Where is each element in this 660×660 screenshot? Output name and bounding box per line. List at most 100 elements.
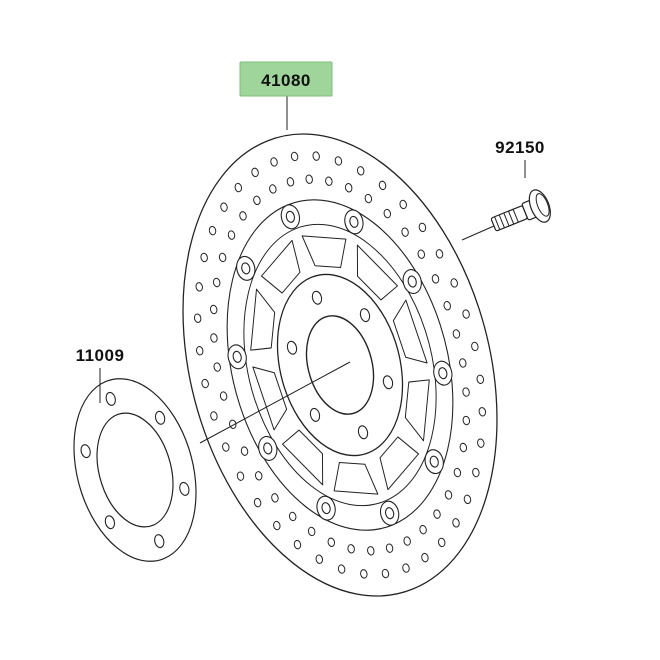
disc-hole bbox=[213, 362, 221, 372]
disc-hole bbox=[255, 471, 263, 481]
disc-hole bbox=[227, 230, 236, 240]
hub-hole bbox=[382, 375, 394, 390]
disc-hole bbox=[290, 151, 299, 162]
disc-hole bbox=[421, 552, 429, 563]
disc-hole bbox=[476, 374, 484, 384]
disc-hole bbox=[307, 526, 316, 537]
disc-window bbox=[392, 299, 428, 364]
disc-hub-bore bbox=[305, 315, 375, 415]
disc-hole bbox=[401, 227, 409, 237]
brake-disc[interactable] bbox=[128, 85, 552, 645]
disc-hole bbox=[201, 378, 209, 389]
disc-button bbox=[227, 344, 247, 370]
hub-hole bbox=[357, 425, 369, 440]
disc-hole bbox=[210, 333, 218, 343]
bolt-head-face bbox=[535, 193, 550, 217]
disc-hole bbox=[459, 358, 467, 368]
disc-hole bbox=[293, 539, 302, 550]
hub-hole bbox=[309, 407, 321, 422]
disc-window bbox=[404, 379, 430, 442]
disc-hole bbox=[229, 419, 237, 429]
disc-hole bbox=[418, 222, 427, 233]
disc-button-center bbox=[438, 367, 448, 380]
disc-hole bbox=[463, 494, 472, 505]
disc-hole bbox=[240, 446, 249, 456]
disc-hole bbox=[478, 407, 487, 417]
disc-window bbox=[333, 462, 379, 495]
disc-hole bbox=[444, 490, 453, 500]
disc-button bbox=[424, 449, 444, 475]
disc-window bbox=[250, 288, 276, 351]
shim-hole bbox=[80, 444, 91, 459]
disc-hole bbox=[200, 252, 208, 263]
disc-hole bbox=[477, 438, 485, 448]
disc-outer-rim bbox=[182, 133, 498, 597]
disc-window bbox=[356, 244, 398, 301]
disc-button-center bbox=[385, 507, 395, 520]
disc-hole bbox=[462, 309, 470, 319]
disc-hole bbox=[437, 537, 446, 548]
disc-hole bbox=[288, 511, 297, 522]
disc-hub-outer bbox=[276, 273, 404, 457]
disc-button bbox=[402, 269, 422, 295]
part-number-41080[interactable]: 41080 bbox=[261, 71, 311, 90]
disc-hole bbox=[239, 211, 247, 221]
disc-hole bbox=[212, 277, 221, 288]
disc-hole bbox=[253, 195, 261, 206]
disc-hole bbox=[251, 167, 259, 178]
disc-button bbox=[280, 204, 301, 230]
disc-hole bbox=[453, 467, 462, 478]
disc-button-center bbox=[407, 275, 417, 288]
disc-hole bbox=[337, 564, 346, 574]
disc-hole bbox=[433, 509, 441, 519]
shim-hole bbox=[104, 515, 116, 530]
disc-hole bbox=[193, 313, 202, 323]
disc-hole bbox=[253, 497, 262, 508]
disc-hole bbox=[236, 471, 245, 481]
disc-button bbox=[316, 495, 336, 521]
disc-hole bbox=[417, 249, 425, 259]
part-number-11009[interactable]: 11009 bbox=[76, 346, 125, 365]
disc-carrier-windows bbox=[250, 235, 430, 495]
disc-hole bbox=[450, 278, 458, 288]
disc-hole bbox=[367, 546, 375, 556]
disc-button bbox=[433, 360, 453, 386]
disc-hole bbox=[431, 274, 440, 284]
shim-hole bbox=[154, 534, 165, 549]
disc-hole bbox=[219, 391, 228, 401]
shim-inner-edge bbox=[96, 412, 174, 528]
disc-hole bbox=[347, 544, 355, 554]
bolt-shank bbox=[490, 205, 528, 232]
disc-floating-buttons bbox=[227, 204, 453, 526]
disc-hole bbox=[234, 182, 243, 193]
part-label-highlight-41080 bbox=[239, 61, 333, 97]
disc-button bbox=[236, 255, 256, 281]
disc-hole bbox=[403, 536, 411, 546]
shim-outer-edge bbox=[73, 378, 197, 562]
disc-hole bbox=[360, 569, 368, 579]
disc-button-center bbox=[349, 215, 359, 228]
disc-button-center bbox=[241, 262, 251, 275]
disc-button-center bbox=[232, 350, 242, 363]
disc-hole bbox=[325, 176, 333, 186]
part-number-92150[interactable]: 92150 bbox=[495, 138, 545, 157]
shim-bolt-holes bbox=[80, 391, 190, 549]
disc-hole bbox=[273, 520, 281, 531]
disc-drilled-holes bbox=[193, 151, 487, 579]
disc-hole bbox=[402, 563, 410, 573]
hub-hole bbox=[311, 290, 323, 305]
disc-hole bbox=[435, 249, 444, 259]
disc-bolt[interactable] bbox=[487, 187, 554, 241]
disc-button-center bbox=[285, 210, 295, 223]
disc-shim[interactable] bbox=[52, 360, 217, 581]
shim-hole bbox=[179, 481, 190, 496]
disc-window bbox=[282, 429, 324, 486]
disc-hole bbox=[269, 184, 277, 194]
disc-hole bbox=[452, 329, 461, 339]
disc-button-center bbox=[263, 442, 273, 455]
shim-hole bbox=[105, 391, 116, 406]
disc-hole bbox=[378, 180, 387, 191]
disc-hole bbox=[327, 537, 336, 547]
disc-hole bbox=[356, 166, 365, 176]
